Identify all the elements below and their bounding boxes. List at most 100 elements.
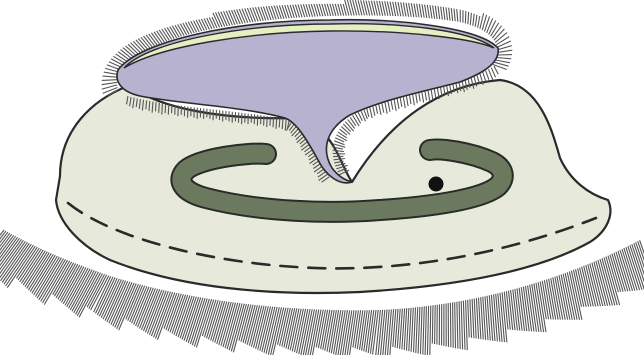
bottom-cilium [390,309,394,355]
bottom-cilium [474,299,476,339]
bottom-cilium [578,268,587,306]
top-cilium [199,20,205,31]
bottom-cilium [509,291,513,330]
bottom-cilium [16,247,37,278]
bottom-cilium [468,300,470,338]
top-cilium [468,12,469,24]
top-cilium [242,9,248,23]
top-cilium [478,16,480,28]
bottom-cilium [463,301,465,350]
bottom-cilium [278,308,286,345]
top-cilium [425,5,427,18]
top-cilium [419,92,421,101]
bottom-cilium [380,310,385,355]
top-cilium [406,95,408,106]
top-cilium [156,102,157,111]
top-cilium [247,8,253,22]
top-cilium [343,124,350,132]
top-cilium [433,6,435,19]
top-cilium [212,17,217,28]
top-cilium [425,90,427,100]
black-dot [429,177,443,191]
top-cilium [385,102,387,114]
bottom-cilium [502,292,507,342]
bottom-cilium [423,306,425,354]
top-cilium [486,71,489,80]
top-cilium [411,3,414,17]
top-cilium [204,19,209,30]
bottom-cilium [461,301,462,349]
top-cilium [267,116,268,127]
bottom-cilium [270,307,281,355]
top-cilium [441,7,443,20]
bottom-cilium [376,310,381,355]
top-cilium [394,99,396,111]
bottom-cilium [202,300,213,336]
bottom-cilium [498,293,502,342]
top-cilium [409,3,412,17]
top-cilium [279,118,280,127]
top-cilium [414,4,416,18]
bottom-cilium [56,264,76,298]
bottom-cilium [264,307,275,353]
top-cilium [264,116,265,126]
top-cilium [341,127,350,135]
bottom-cilium [457,302,458,349]
top-cilium [194,21,200,32]
bottom-cilium [425,306,426,355]
top-cilium [449,8,450,21]
bottom-cilium [282,308,291,347]
top-cilium [494,66,498,74]
top-cilium [258,7,263,21]
top-cilium [431,89,433,100]
top-cilium [103,76,119,77]
bottom-cilium [614,253,625,292]
bottom-cilium [453,302,454,347]
bottom-cilium [472,299,474,338]
top-cilium [427,5,429,18]
bottom-cilium [450,303,451,348]
top-cilium [434,88,436,98]
top-cilium [175,25,182,36]
top-cilium [348,119,355,128]
top-cilium [382,103,384,113]
top-cilium [419,4,421,18]
top-cilium [261,7,266,21]
top-cilium [168,104,169,115]
top-cilium [266,6,271,20]
top-cilium [255,7,260,21]
bottom-cilium [479,298,481,340]
top-cilium [178,24,185,35]
top-cilium [183,23,189,34]
top-cilium [367,108,369,117]
bottom-cilium [455,302,456,348]
top-cilium [276,118,277,129]
top-cilium [196,20,202,31]
top-cilium [416,93,418,103]
top-cilium [224,11,230,25]
bottom-cilium [378,310,383,355]
top-cilium [422,4,424,17]
bottom-cilium [594,262,605,306]
top-cilium [470,13,471,25]
top-cilium [403,3,406,17]
top-cilium [270,117,271,126]
top-cilium [245,8,251,22]
top-cilium [162,103,163,114]
top-cilium [413,94,415,106]
bottom-cilium [459,301,460,349]
top-cilium [443,7,445,20]
top-cilium [422,91,424,102]
bottom-cilium [266,307,277,354]
top-cilium [338,132,347,138]
top-cilium [487,18,493,33]
top-cilium [451,8,452,21]
bottom-cilium [268,307,279,355]
top-cilium [271,6,276,20]
bottom-cilium [416,307,418,353]
top-cilium [180,24,186,35]
bottom-cilium [432,305,433,343]
bottom-cilium [430,306,431,355]
bottom-cilium [411,308,413,352]
bottom-cilium [513,290,518,331]
